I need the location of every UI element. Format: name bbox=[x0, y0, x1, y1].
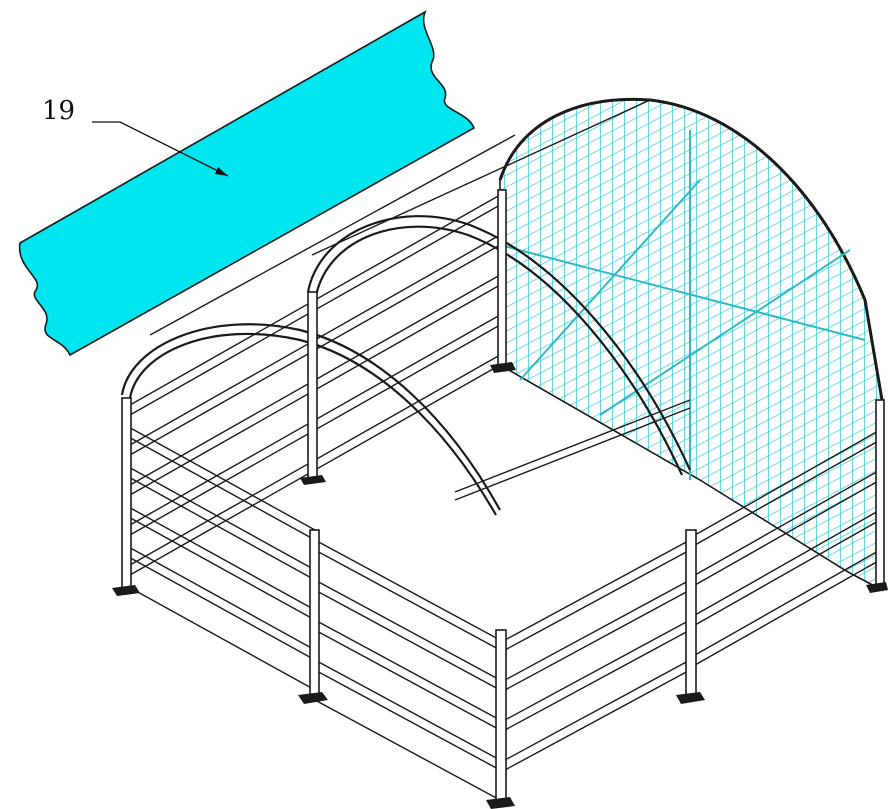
arches bbox=[120, 215, 692, 516]
callout-label-19: 19 bbox=[42, 96, 76, 126]
cover-sheet bbox=[18, 10, 475, 357]
mesh-end-wall bbox=[498, 97, 884, 592]
end-rails bbox=[504, 429, 881, 771]
base-plates bbox=[112, 362, 888, 809]
callout-19-leader bbox=[92, 121, 229, 177]
front-rails bbox=[124, 424, 501, 801]
